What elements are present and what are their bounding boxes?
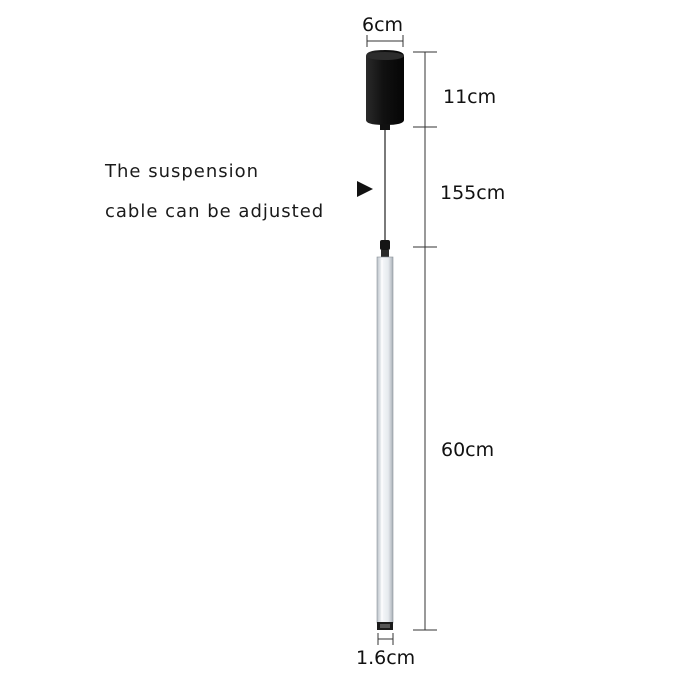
light-tube bbox=[376, 256, 394, 630]
tube-diameter-dimension bbox=[377, 633, 394, 645]
tube-length-label: 60cm bbox=[441, 439, 495, 461]
ceiling-canopy bbox=[366, 50, 404, 130]
cable-connector bbox=[380, 240, 390, 258]
note-line-2: cable can be adjusted bbox=[105, 201, 325, 222]
canopy-height-label: 11cm bbox=[443, 86, 497, 108]
note-line-1: The suspension bbox=[105, 161, 260, 182]
pointer-icon bbox=[357, 181, 373, 197]
canopy-width-dimension bbox=[366, 35, 404, 47]
vertical-dimension-line bbox=[413, 51, 437, 631]
tube-diameter-label: 1.6cm bbox=[356, 647, 416, 669]
cable-length-label: 155cm bbox=[440, 182, 506, 204]
canopy-width-label: 6cm bbox=[362, 14, 404, 36]
